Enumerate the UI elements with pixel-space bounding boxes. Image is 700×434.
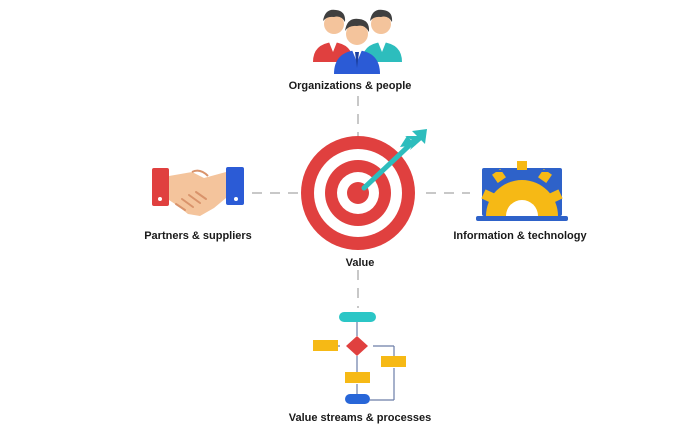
person-blue-icon — [334, 18, 380, 74]
flow-decision-icon — [346, 336, 368, 356]
connector-lines — [252, 96, 470, 308]
gear-icon — [481, 161, 563, 216]
flow-end-icon — [345, 394, 370, 404]
target-icon — [301, 129, 427, 250]
node-label-value-streams: Value streams & processes — [288, 412, 432, 424]
people-icon — [313, 9, 402, 74]
flow-step-left-icon — [313, 340, 338, 351]
arrow-icon — [361, 129, 427, 191]
node-label-partners: Partners & suppliers — [144, 230, 252, 242]
flow-start-icon — [339, 312, 376, 322]
cuff-red-icon — [152, 168, 169, 206]
node-label-organizations: Organizations & people — [288, 80, 412, 92]
center-label-value: Value — [345, 257, 375, 269]
cuff-blue-icon — [226, 167, 244, 205]
node-label-information: Information & technology — [453, 230, 587, 242]
flow-step-middle-icon — [345, 372, 370, 383]
handshake-icon — [152, 167, 244, 216]
flowchart-icon — [313, 312, 406, 404]
flow-step-right-icon — [381, 356, 406, 367]
laptop-gear-icon — [476, 161, 568, 221]
